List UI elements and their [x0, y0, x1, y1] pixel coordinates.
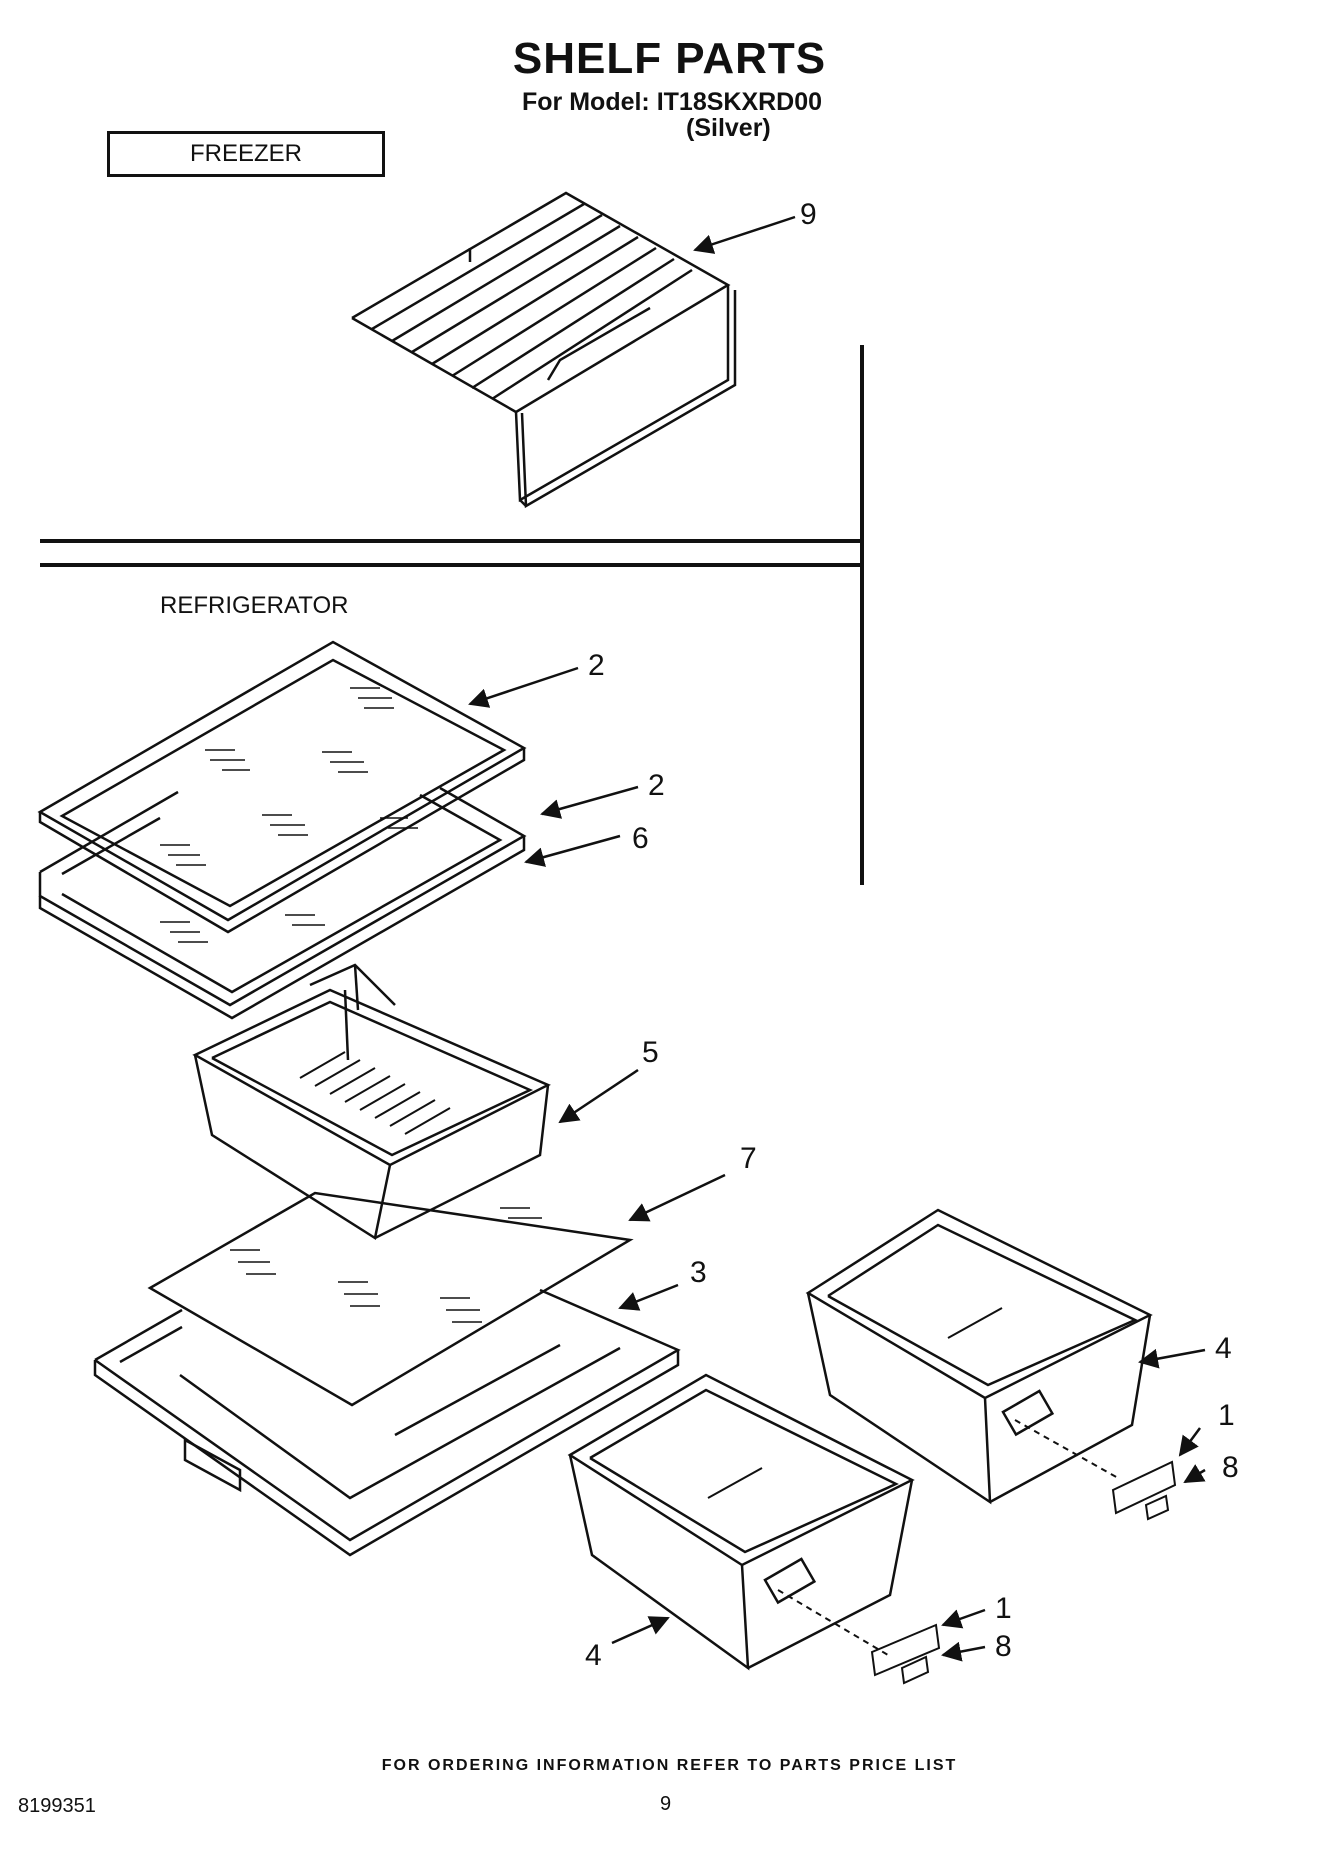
- callout-1-right: 1: [1218, 1399, 1235, 1432]
- page-title: SHELF PARTS: [512, 34, 827, 83]
- callout-8-right: 8: [1222, 1451, 1239, 1484]
- glass-shelf-upper-drawing: [37, 640, 527, 934]
- callout-labels: 9 2 2 6 5 7 3 4 1 8 4 1 8: [585, 198, 1239, 1672]
- glass-shelf-lower-drawing: [38, 786, 527, 1020]
- color-note: (Silver): [686, 114, 771, 142]
- crisper-drawer-left-drawing: [567, 1373, 915, 1671]
- callout-6: 6: [632, 822, 649, 855]
- callout-9: 9: [800, 198, 817, 231]
- crisper-cover-glass-drawing: [147, 1191, 634, 1407]
- callout-7: 7: [740, 1142, 757, 1175]
- model-line: For Model: IT18SKXRD00: [522, 88, 823, 116]
- section-divider: [40, 345, 864, 885]
- refrigerator-section-label: REFRIGERATOR: [160, 592, 349, 619]
- callout-3: 3: [690, 1256, 707, 1289]
- deli-drawer-drawing: [192, 988, 551, 1241]
- document-number: 8199351: [18, 1795, 96, 1817]
- callout-4-left: 4: [585, 1639, 602, 1672]
- crisper-drawer-right-drawing: [805, 1208, 1153, 1505]
- callout-2-lower: 2: [648, 769, 665, 802]
- crisper-cover-frame-drawing: [93, 1288, 681, 1557]
- callout-1-left: 1: [995, 1592, 1012, 1625]
- ordering-note: FOR ORDERING INFORMATION REFER TO PARTS …: [381, 1757, 958, 1774]
- callout-8-left: 8: [995, 1630, 1012, 1663]
- callout-arrows: [468, 215, 1206, 1662]
- badge-and-clip-drawing: [777, 1419, 1177, 1685]
- callout-5: 5: [642, 1036, 659, 1069]
- callout-2-upper: 2: [588, 649, 605, 682]
- freezer-section-label: FREEZER: [107, 131, 385, 177]
- freezer-wire-shelf-drawing: [351, 191, 737, 509]
- callout-4-right: 4: [1215, 1332, 1232, 1365]
- page-number: 9: [660, 1793, 672, 1815]
